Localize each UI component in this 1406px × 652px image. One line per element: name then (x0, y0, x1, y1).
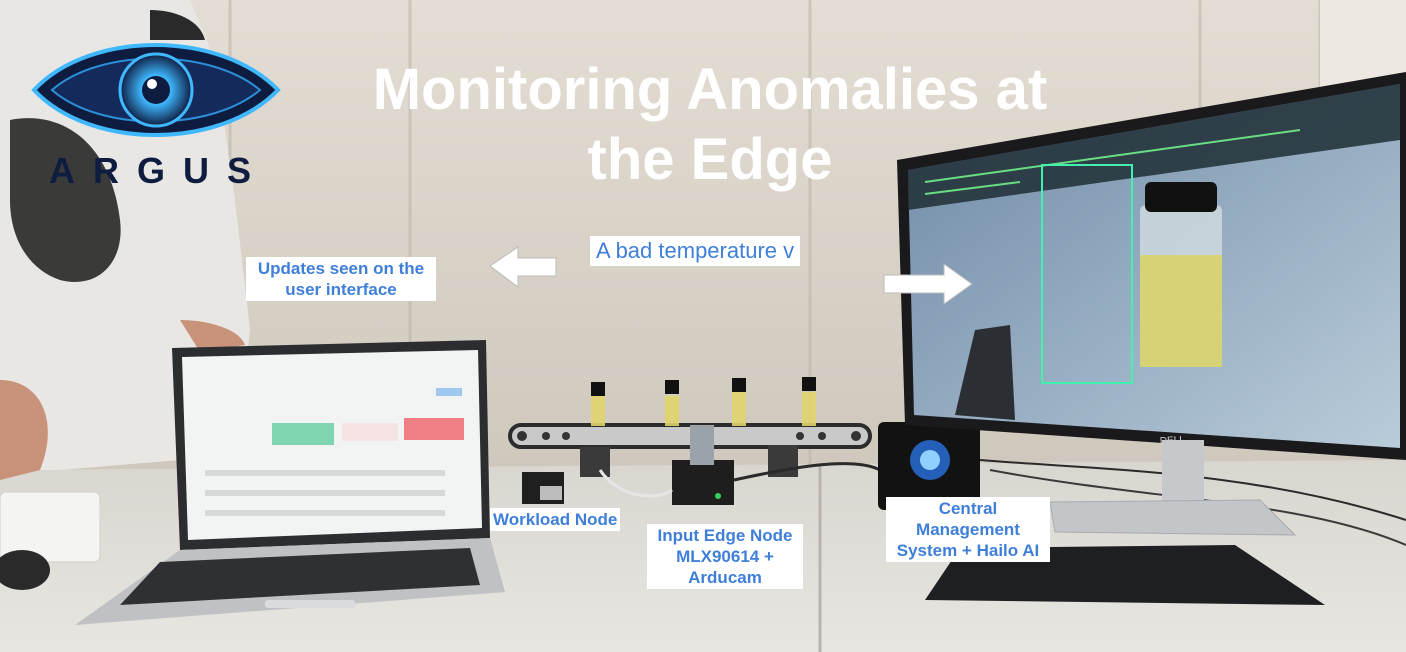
logo-wordmark: ARGUS (48, 150, 269, 191)
left-arrow-icon (489, 246, 557, 288)
label-input-edge-node: Input Edge Node MLX90614 + Arducam (647, 524, 803, 589)
label-input-line-3: Arducam (688, 568, 762, 587)
eye-icon (31, 43, 281, 137)
label-central-line-1: Central (938, 499, 998, 518)
label-ui-updates-line-2: user interface (285, 280, 397, 299)
title-line-1: Monitoring Anomalies at (372, 57, 1048, 122)
label-ui-updates-line-1: Updates seen on the (257, 259, 425, 278)
label-input-line-1: Input Edge Node (657, 526, 793, 545)
anomaly-callout: A bad temperature v (590, 236, 801, 266)
label-central-line-2: Management (916, 520, 1020, 539)
label-ui-updates: Updates seen on the user interface (246, 257, 436, 301)
label-central-line-3: System + Hailo AI (896, 541, 1040, 560)
label-input-line-2: MLX90614 + (676, 547, 774, 566)
right-arrow-icon (883, 263, 973, 305)
title-line-2: the Edge (587, 127, 833, 192)
page-title: Monitoring Anomalies at the Edge (340, 55, 1080, 195)
label-workload-node: Workload Node (490, 508, 621, 531)
label-central-management: Central Management System + Hailo AI (886, 497, 1050, 562)
